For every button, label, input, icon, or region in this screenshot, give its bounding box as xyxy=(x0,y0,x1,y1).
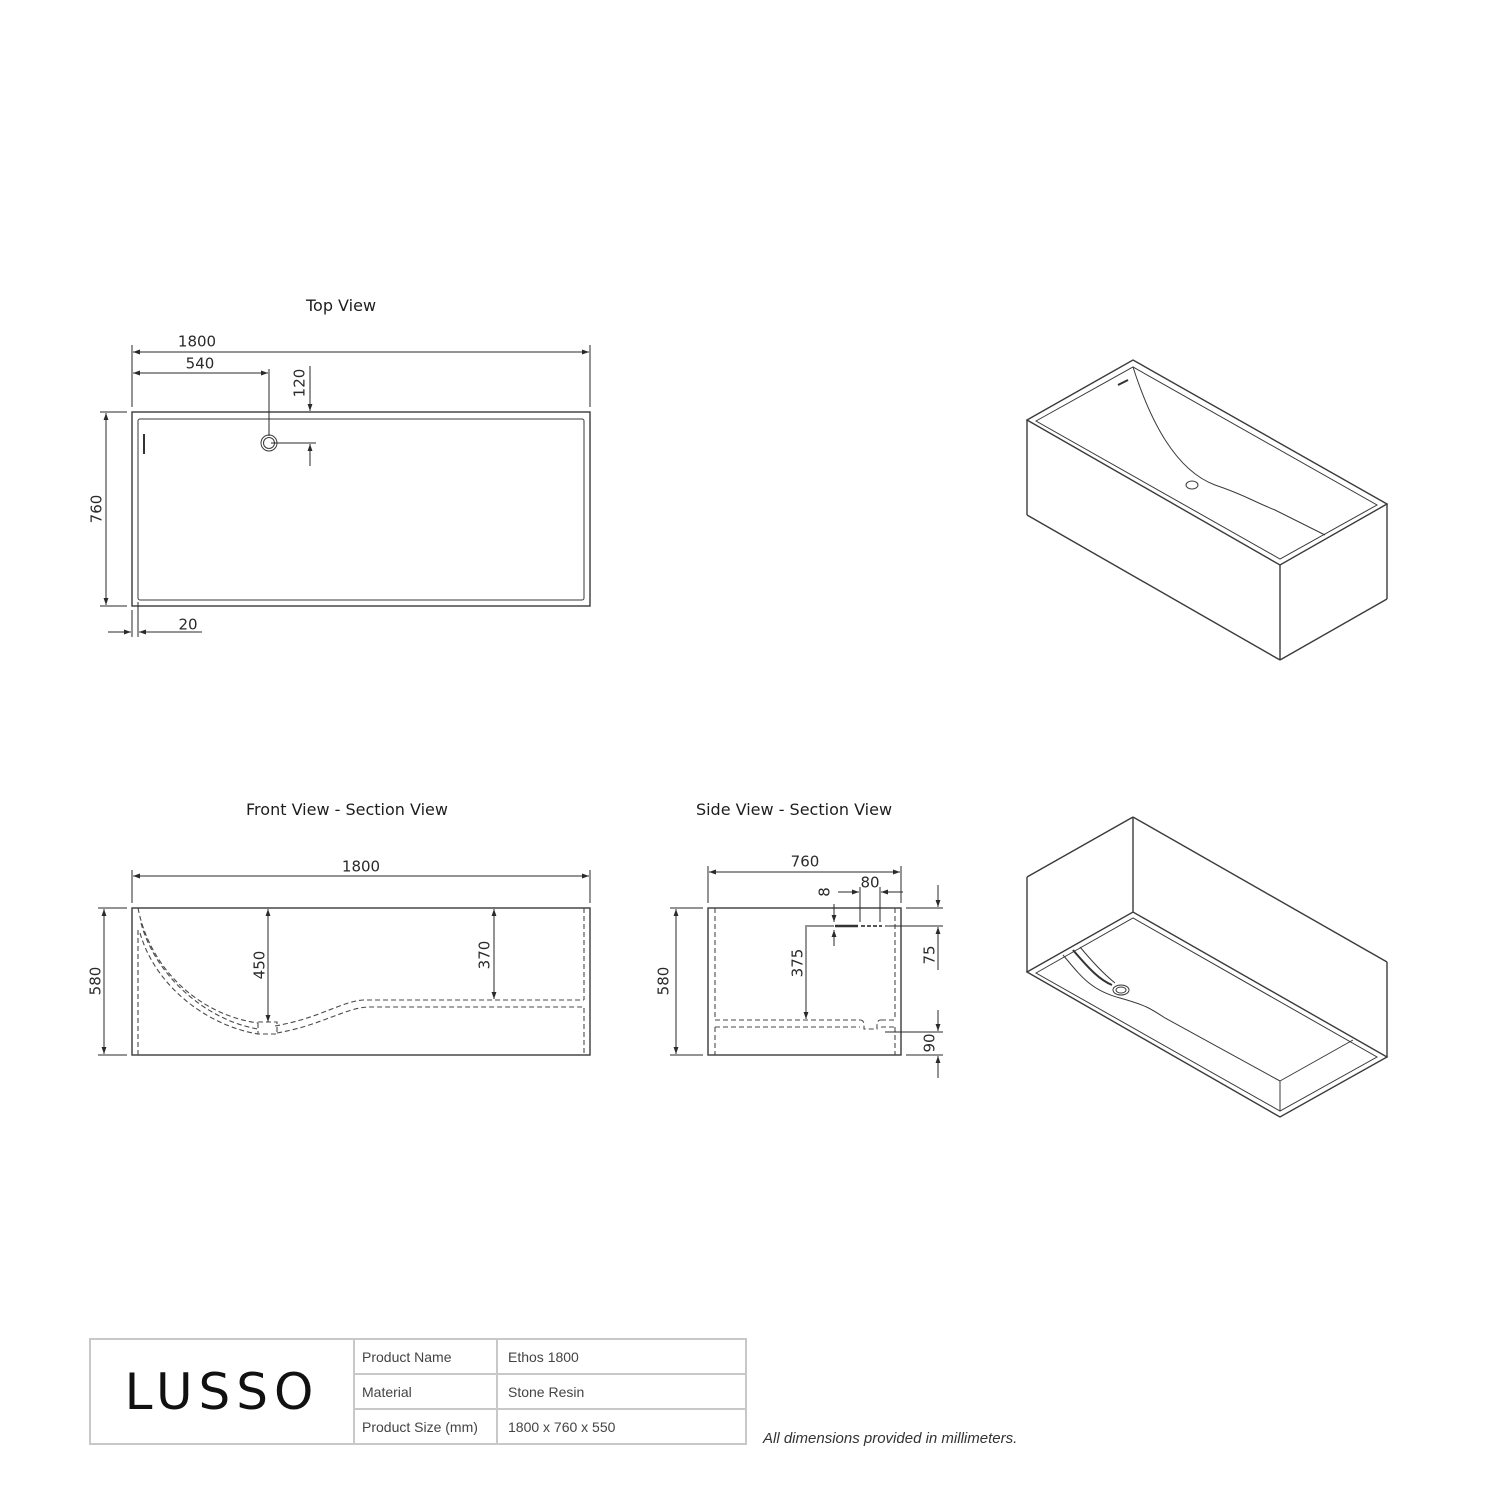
dim-front-depth-flat: 370 xyxy=(475,940,494,970)
front-view-drawing xyxy=(98,870,591,1056)
info-value: Stone Resin xyxy=(508,1383,585,1400)
dim-front-depth-waste: 450 xyxy=(250,950,269,980)
dim-top-width: 760 xyxy=(87,494,106,524)
dim-front-height: 580 xyxy=(86,966,105,996)
dim-side-width: 760 xyxy=(790,852,820,871)
dim-side-overflow-depth: 75 xyxy=(920,945,939,965)
dim-top-rim: 20 xyxy=(178,615,198,634)
dim-side-height: 580 xyxy=(654,966,673,996)
side-view-title: Side View - Section View xyxy=(695,800,893,819)
info-row-material: Material Stone Resin xyxy=(355,1375,745,1410)
info-value: 1800 x 760 x 550 xyxy=(508,1418,616,1435)
dim-front-length: 1800 xyxy=(341,857,381,876)
side-view-drawing xyxy=(670,866,943,1078)
waste-outlet-icon xyxy=(1112,984,1130,996)
top-view-drawing xyxy=(100,345,591,637)
logo-cell: LUSSO xyxy=(91,1340,355,1443)
isometric-top-drawing xyxy=(1025,359,1389,661)
info-row-product-size: Product Size (mm) 1800 x 760 x 550 xyxy=(355,1410,745,1443)
info-value: Ethos 1800 xyxy=(508,1348,579,1365)
dim-top-length: 1800 xyxy=(177,332,217,351)
title-block: LUSSO Product Name Ethos 1800 Material S… xyxy=(89,1338,747,1445)
info-row-product-name: Product Name Ethos 1800 xyxy=(355,1340,745,1375)
dim-side-slot-height: 8 xyxy=(815,887,834,897)
dim-side-waste-height: 375 xyxy=(788,948,807,978)
info-key: Product Size (mm) xyxy=(355,1410,498,1443)
waste-outlet-icon xyxy=(1185,480,1199,490)
info-key: Material xyxy=(355,1375,498,1408)
front-view-title: Front View - Section View xyxy=(246,800,448,819)
dimensions-note: All dimensions provided in millimeters. xyxy=(763,1430,1018,1447)
top-view-title: Top View xyxy=(305,296,377,315)
dim-side-slot-offset: 80 xyxy=(860,873,880,892)
info-key: Product Name xyxy=(355,1340,498,1373)
isometric-underside-drawing xyxy=(1025,816,1389,1118)
brand-logo: LUSSO xyxy=(124,1362,320,1421)
product-info-table: Product Name Ethos 1800 Material Stone R… xyxy=(355,1340,745,1443)
dim-top-waste-y: 120 xyxy=(290,368,309,398)
dim-top-waste-x: 540 xyxy=(185,354,215,373)
dim-side-base: 90 xyxy=(920,1033,939,1053)
